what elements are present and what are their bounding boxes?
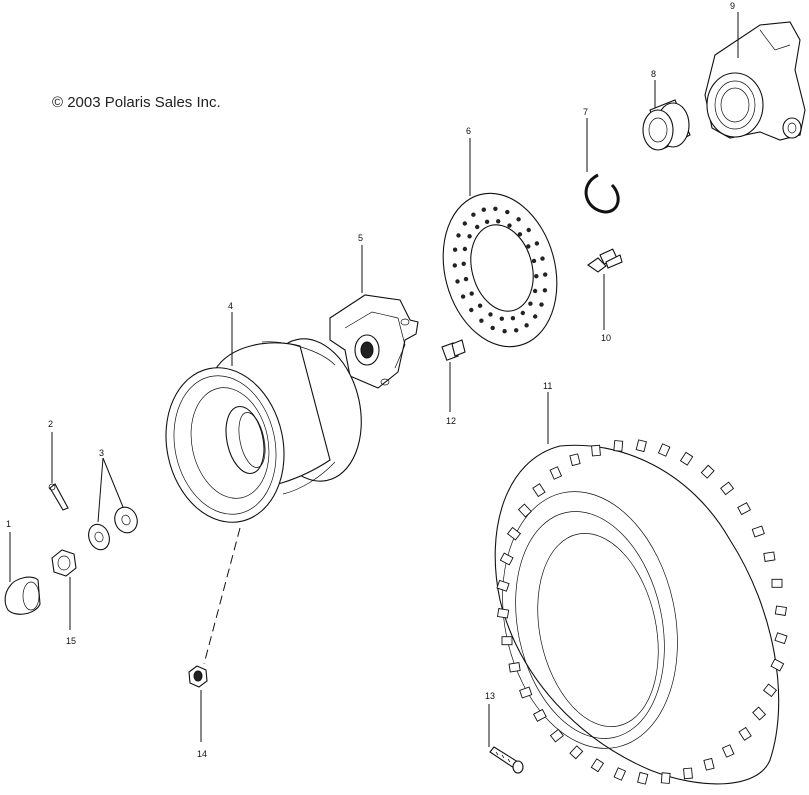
leader-3b [102, 457, 124, 508]
part-7-snap-ring [584, 173, 620, 214]
part-10-bolt [587, 248, 623, 273]
part-15-axle-nut [51, 549, 77, 577]
callout-1: 1 [6, 519, 11, 529]
callout-5: 5 [358, 233, 363, 243]
part-3-washers [88, 506, 138, 551]
part-14-lug-nut [188, 665, 208, 688]
callout-14: 14 [197, 749, 207, 759]
callout-10: 10 [601, 333, 611, 343]
callout-9: 9 [730, 1, 735, 11]
callout-4: 4 [228, 301, 233, 311]
callout-2: 2 [48, 419, 53, 429]
callout-7: 7 [583, 107, 588, 117]
part-11-tire [494, 439, 788, 785]
part-2-cotter-pin [48, 483, 69, 511]
part-12-bolt [441, 339, 466, 361]
leader-14-install-path [203, 527, 241, 665]
part-8-bearing [642, 99, 691, 151]
part-6-brake-disc [442, 192, 558, 348]
copyright-notice: © 2003 Polaris Sales Inc. [52, 94, 221, 111]
callout-6: 6 [466, 126, 471, 136]
leader-3a [97, 457, 104, 523]
callout-11: 11 [543, 381, 552, 391]
callout-3: 3 [99, 448, 104, 458]
callout-13: 13 [485, 691, 495, 701]
part-9-hub-carrier [704, 21, 806, 141]
callout-8: 8 [651, 69, 656, 79]
part-13-valve-stem [489, 746, 524, 774]
callout-12: 12 [446, 416, 456, 426]
part-4-wheel-rim [165, 338, 362, 523]
part-1-hub-cap [4, 576, 41, 615]
callout-15: 15 [66, 636, 76, 646]
part-5-wheel-hub [329, 294, 419, 389]
